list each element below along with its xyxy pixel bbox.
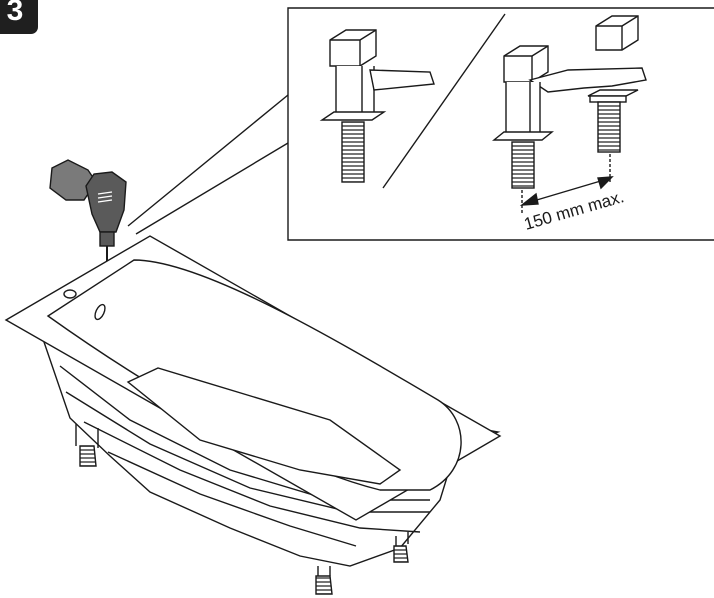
callout-frame xyxy=(287,7,714,241)
callout-pointer-lower xyxy=(135,142,289,235)
mixer-bridge xyxy=(528,67,647,93)
tap-base-plate xyxy=(319,111,387,121)
bathtub-foot-right xyxy=(393,532,409,563)
single-hole-tap xyxy=(319,29,435,183)
dimension-arrow-left xyxy=(519,192,539,206)
dimension-line xyxy=(529,179,605,203)
mixer-left-stem xyxy=(511,141,535,189)
tap-threaded-stem xyxy=(341,121,365,183)
drill-motor-body xyxy=(85,171,127,233)
power-drill xyxy=(49,159,127,274)
bathtub-foot-front xyxy=(315,566,333,595)
tap-handle-block xyxy=(329,29,377,67)
overflow-outlet xyxy=(94,303,106,321)
step-badge: 3 xyxy=(0,0,38,34)
mixer-left-column xyxy=(505,82,541,137)
drill-chuck xyxy=(99,231,115,247)
mixer-right-handle xyxy=(595,15,639,51)
tap-hole xyxy=(63,289,77,299)
bathtub xyxy=(4,235,502,595)
mixer-right-collar xyxy=(587,89,639,97)
step-number: 3 xyxy=(6,0,24,27)
dimension-arrow-right xyxy=(597,176,614,190)
mixer-right-stem xyxy=(597,101,621,153)
dimension-marker: 150 mm max. xyxy=(519,154,626,234)
callout-divider xyxy=(382,13,506,189)
tap-body xyxy=(335,66,375,119)
mixer-left-handle xyxy=(503,45,549,83)
mixer-left-base xyxy=(492,131,554,141)
detail-callout xyxy=(127,7,714,241)
bathtub-foot-left xyxy=(75,424,99,467)
dimension-label: 150 mm max. xyxy=(522,187,626,234)
bathtub-basin-floor xyxy=(126,367,402,485)
callout-pointer-upper xyxy=(127,94,289,227)
two-hole-mixer-tap xyxy=(492,15,647,189)
tap-spout xyxy=(369,69,435,91)
